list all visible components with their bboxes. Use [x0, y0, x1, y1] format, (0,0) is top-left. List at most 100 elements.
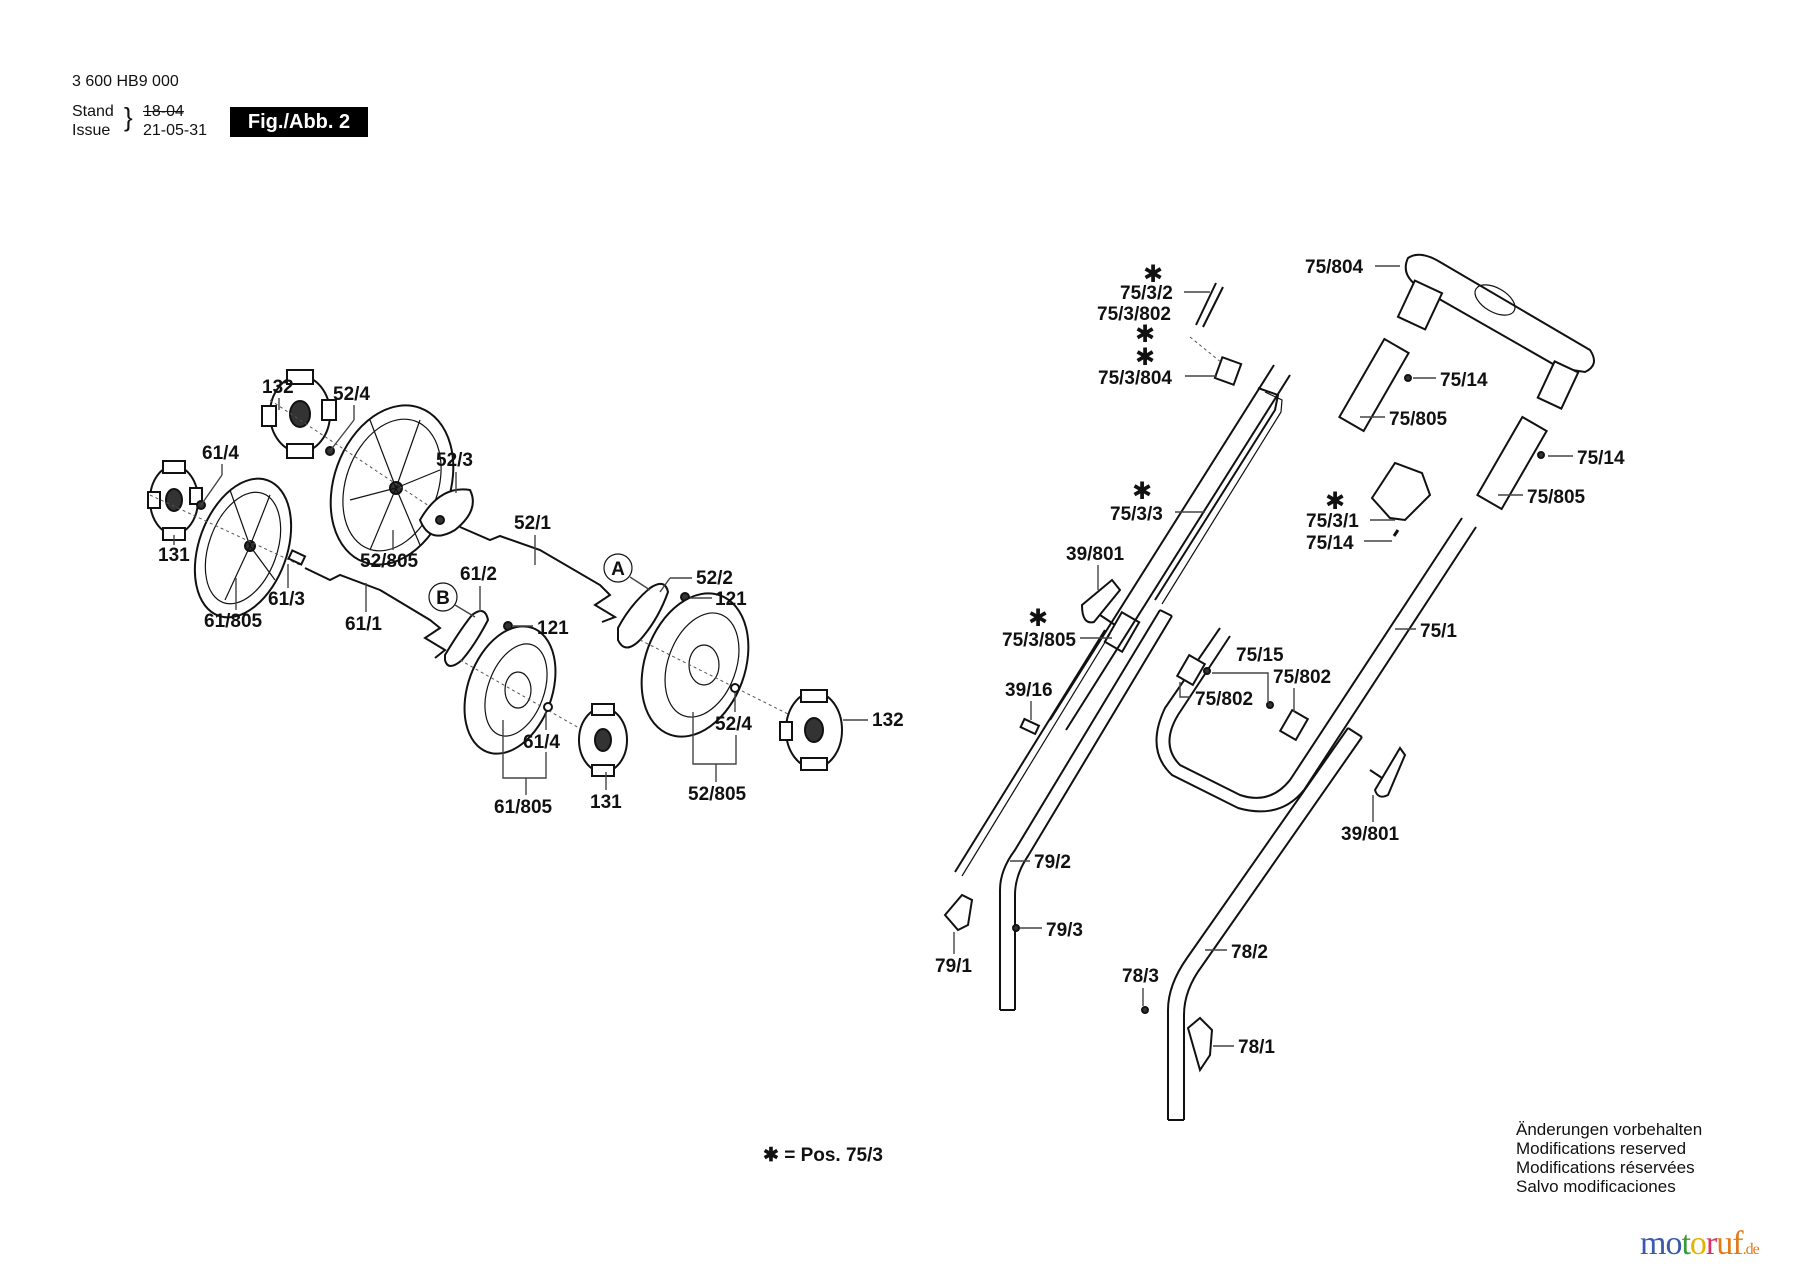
wheel-61-805-top[interactable]: [177, 465, 309, 630]
screw-75-15-a[interactable]: [1203, 667, 1211, 675]
handle-grip-75-804[interactable]: [1396, 253, 1595, 410]
note-line-fr: Modifications réservées: [1516, 1158, 1695, 1177]
label-78-1: 78/1: [1238, 1037, 1275, 1058]
washer-52-4-bottom[interactable]: [730, 683, 740, 693]
note-line-en: Modifications reserved: [1516, 1139, 1687, 1158]
hub-cap-131-bottom[interactable]: [578, 703, 628, 777]
screw-75-15-b[interactable]: [1266, 701, 1274, 709]
label-61-3: 61/3: [268, 589, 305, 610]
label-75-3-802: 75/3/802: [1097, 304, 1171, 325]
label-61-4-top: 61/4: [202, 443, 239, 464]
label-78-2: 78/2: [1231, 942, 1268, 963]
label-52-4-bottom: 52/4: [715, 714, 752, 735]
stand-value: 18-04: [143, 103, 184, 120]
note-line-es: Salvo modificaciones: [1516, 1177, 1676, 1196]
label-52-805-top: 52/805: [360, 551, 419, 572]
screw-75-14-a[interactable]: [1404, 374, 1412, 382]
issue-label: Issue: [72, 122, 111, 139]
logo-letter: o: [1689, 1225, 1707, 1262]
star-75-3-3: ✱: [1132, 477, 1152, 505]
label-75-802-a: 75/802: [1273, 667, 1331, 688]
label-61-2: 61/2: [460, 564, 497, 585]
logo-letter: o: [1665, 1225, 1682, 1262]
label-75-14-b: 75/14: [1577, 448, 1625, 469]
hub-cap-132-bottom[interactable]: [779, 689, 843, 771]
logo-letter: f: [1732, 1225, 1743, 1262]
sleeve-75-805-b[interactable]: [1476, 415, 1548, 511]
bracket-61-2[interactable]: [444, 610, 490, 667]
cable-connector-75-3-804[interactable]: [1213, 355, 1243, 387]
label-52-3: 52/3: [436, 450, 473, 471]
screw-79-3[interactable]: [1012, 924, 1020, 932]
star-75-3-804: ✱: [1135, 343, 1155, 371]
pin-61-3[interactable]: [287, 549, 307, 566]
clamp-78-1[interactable]: [1186, 1016, 1214, 1073]
star-75-3-1: ✱: [1325, 487, 1345, 515]
handle-bar-75-1[interactable]: [1168, 517, 1463, 799]
logo-letter: u: [1716, 1225, 1733, 1262]
label-132-top: 132: [262, 377, 294, 398]
cable-holder-75-3-1[interactable]: [1370, 461, 1432, 522]
bracket-52-3[interactable]: [418, 488, 474, 537]
label-132-right: 132: [872, 710, 904, 731]
tube-79-2[interactable]: [999, 609, 1161, 1010]
label-75-802-b: 75/802: [1195, 689, 1253, 710]
label-39-801-left: 39/801: [1066, 544, 1125, 565]
clamp-75-802-a[interactable]: [1175, 653, 1207, 687]
logo-suffix: .de: [1742, 1241, 1760, 1258]
label-75-3-3: 75/3/3: [1110, 504, 1163, 525]
label-75-3-2: 75/3/2: [1120, 283, 1173, 304]
label-79-2: 79/2: [1034, 852, 1071, 873]
tube-upper-left[interactable]: [1049, 364, 1275, 721]
screw-75-14-c[interactable]: [1392, 529, 1400, 537]
label-75-805-a: 75/805: [1389, 409, 1448, 430]
bracket-52-2[interactable]: [617, 582, 670, 649]
wheel-52-805-bottom[interactable]: [623, 578, 768, 751]
label-52-4-top: 52/4: [333, 384, 370, 405]
tube-78-2[interactable]: [1167, 727, 1349, 1120]
label-75-14-a: 75/14: [1440, 370, 1488, 391]
label-61-805-bottom: 61/805: [494, 797, 553, 818]
axle-52-1[interactable]: [459, 526, 618, 623]
clamp-79-1[interactable]: [943, 893, 974, 932]
part-number: 3 600 HB9 000: [72, 73, 179, 90]
hub-cap-131-top[interactable]: [147, 460, 203, 541]
star-icon: ✱: [763, 1145, 779, 1166]
star-legend-text: = Pos. 75/3: [784, 1145, 883, 1166]
brace-icon: }: [124, 102, 133, 132]
label-75-805-b: 75/805: [1527, 487, 1586, 508]
label-39-16: 39/16: [1005, 680, 1053, 701]
note-line-de: Änderungen vorbehalten: [1516, 1120, 1703, 1139]
svg-text:B: B: [436, 588, 450, 609]
cable-75-3-3[interactable]: [1154, 387, 1280, 601]
star-75-3-802: ✱: [1135, 320, 1155, 348]
svg-text:A: A: [611, 559, 625, 580]
sleeve-75-805-a[interactable]: [1338, 337, 1410, 433]
label-75-1: 75/1: [1420, 621, 1457, 642]
callout-a: A: [603, 553, 651, 591]
cable-clip-75-3-2[interactable]: [1195, 282, 1224, 328]
label-78-3: 78/3: [1122, 966, 1159, 987]
clamp-75-802-b[interactable]: [1278, 708, 1310, 742]
knob-39-801-left[interactable]: [1080, 578, 1122, 626]
axle-61-1[interactable]: [304, 567, 447, 659]
label-75-14-c: 75/14: [1306, 533, 1354, 554]
figure-badge: Fig./Abb. 2: [230, 107, 368, 137]
label-75-15: 75/15: [1236, 645, 1284, 666]
label-61-4-bottom: 61/4: [523, 732, 560, 753]
pin-39-16[interactable]: [1019, 717, 1041, 736]
label-39-801-right: 39/801: [1341, 824, 1400, 845]
label-75-804: 75/804: [1305, 257, 1364, 278]
cable-lower: [954, 629, 1106, 873]
washer-61-4-bottom[interactable]: [543, 702, 553, 712]
switch-75-3-805[interactable]: [1103, 610, 1141, 654]
label-52-1: 52/1: [514, 513, 551, 534]
hub-cap-132-top[interactable]: [261, 369, 337, 459]
knob-39-801-right[interactable]: [1369, 746, 1407, 798]
screw-75-14-b[interactable]: [1537, 451, 1545, 459]
label-131-bottom: 131: [590, 792, 622, 813]
label-52-2: 52/2: [696, 568, 733, 589]
label-61-1: 61/1: [345, 614, 382, 635]
screw-78-3[interactable]: [1141, 1006, 1149, 1014]
